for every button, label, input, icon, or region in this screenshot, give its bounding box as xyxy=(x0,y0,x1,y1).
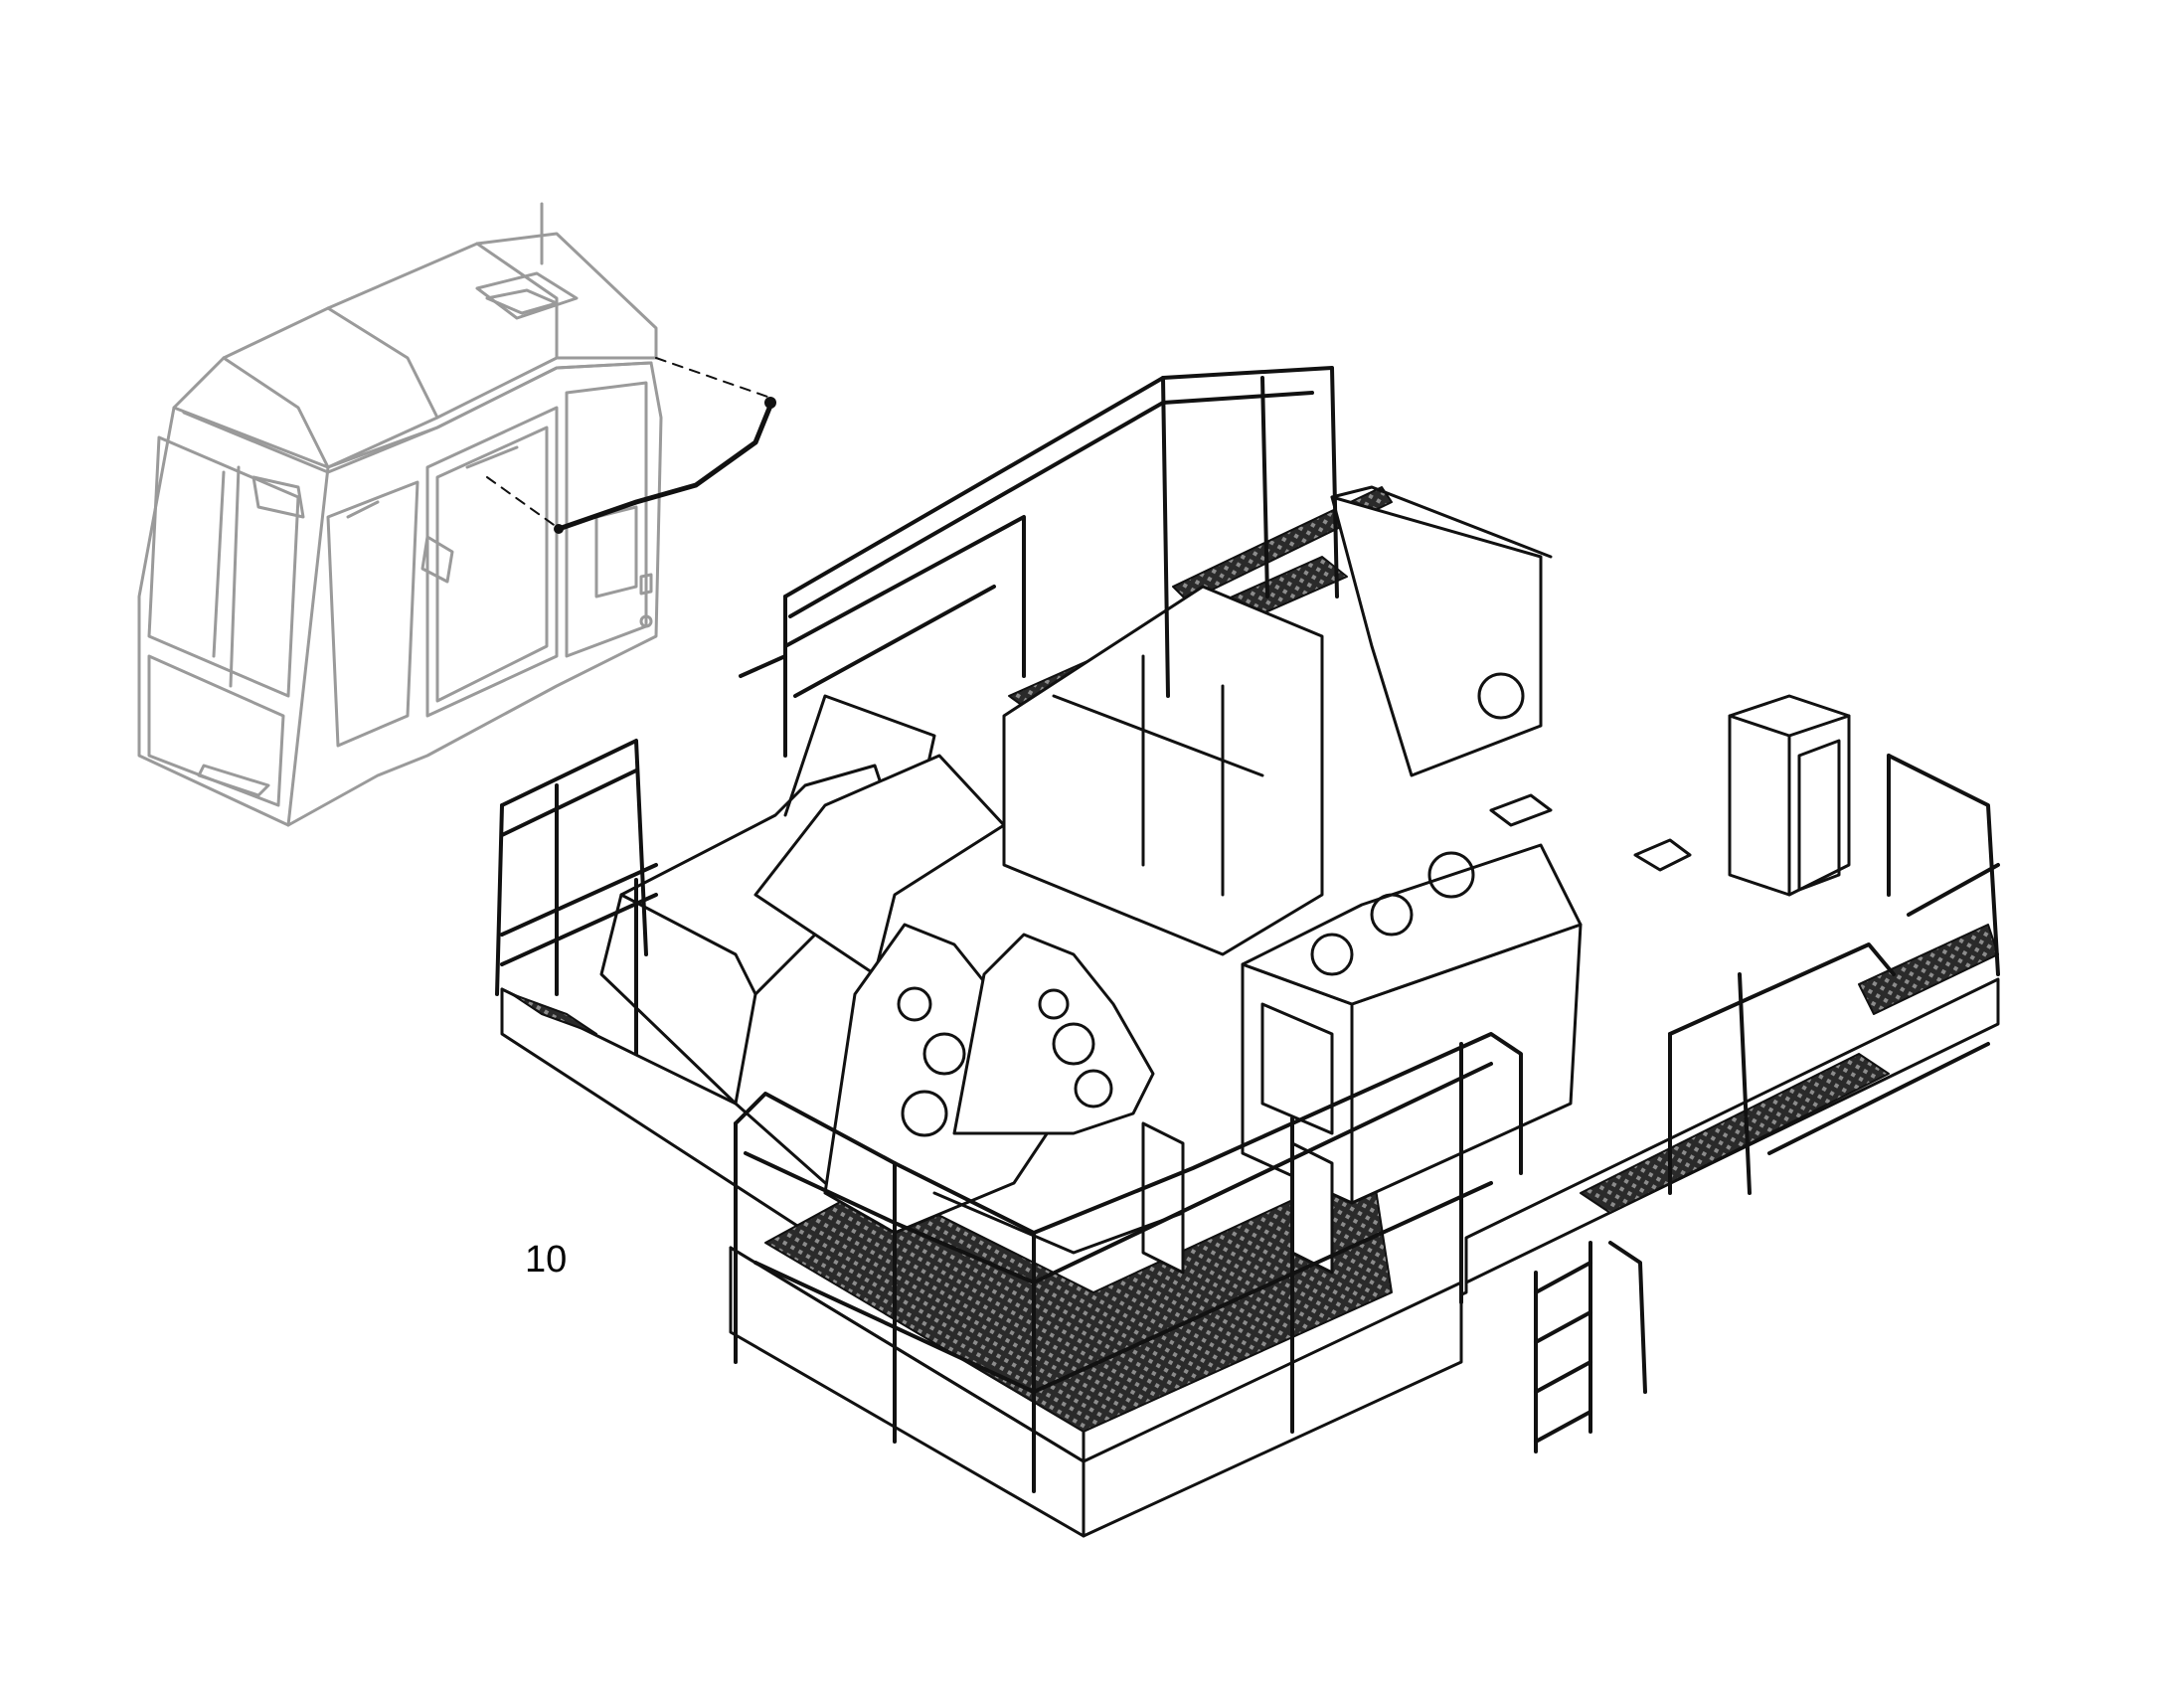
upper-frame-drawing xyxy=(500,485,2000,1538)
hose-part-drawing xyxy=(486,357,776,534)
handrail-drawing xyxy=(495,366,2000,1493)
operator-cab-drawing xyxy=(137,202,663,827)
callout-label-10: 10 xyxy=(525,1239,568,1281)
